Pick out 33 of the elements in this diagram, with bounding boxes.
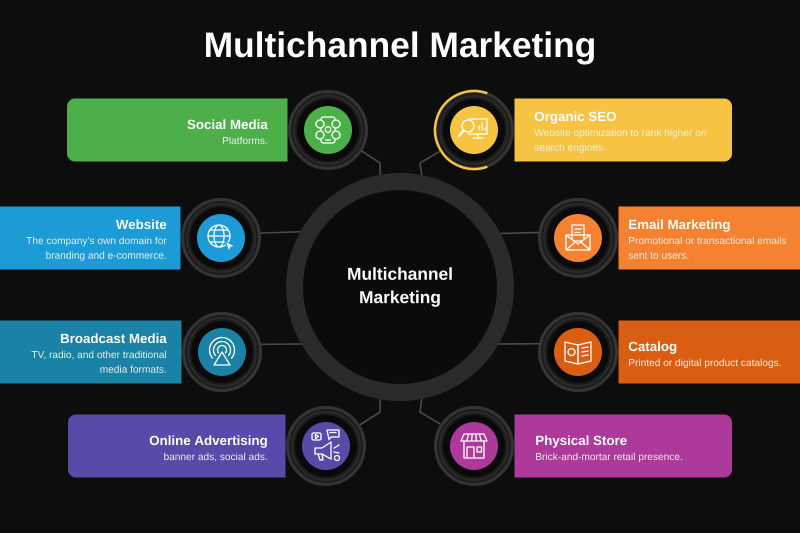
card-title: Broadcast Media xyxy=(60,333,167,344)
connector-line xyxy=(498,342,539,345)
card-description: Website optimization to rank higher on search engines. xyxy=(534,128,706,153)
card-title: Email Marketing xyxy=(629,219,730,232)
card-description: TV, radio, and other traditional media formats. xyxy=(32,350,166,373)
card xyxy=(0,320,182,384)
card xyxy=(618,206,800,270)
card-title: Online Advertising xyxy=(150,435,267,448)
card xyxy=(618,320,800,384)
card-title: Physical Store xyxy=(536,435,627,448)
connector-line xyxy=(419,150,440,176)
card-description: Printed or digital product catalogs. xyxy=(629,358,781,368)
connector-line xyxy=(360,399,381,426)
connector-line xyxy=(260,230,300,234)
card xyxy=(0,206,180,270)
card xyxy=(67,98,288,162)
card-description: banner ads, social ads. xyxy=(164,452,267,462)
connector-line xyxy=(361,150,381,175)
card-title: Catalog xyxy=(628,341,676,354)
connector-line xyxy=(500,232,538,234)
card xyxy=(68,414,286,478)
card xyxy=(514,414,732,478)
connector-line xyxy=(419,398,441,425)
connector-line xyxy=(261,343,302,346)
card-title: Organic SEO xyxy=(534,111,616,124)
card-description: The company’s own domain for branding and e-commerce. xyxy=(26,236,167,261)
card-description: Platforms. xyxy=(222,136,267,144)
card-title: Social Media xyxy=(187,119,268,130)
card-description: Brick-and-mortar retail presence. xyxy=(536,452,682,462)
card-description: Promotional or transactional emails sent to users. xyxy=(628,236,786,259)
card-title: Website xyxy=(116,219,166,230)
title: Multichannel Marketing xyxy=(206,31,594,64)
card xyxy=(514,98,732,162)
